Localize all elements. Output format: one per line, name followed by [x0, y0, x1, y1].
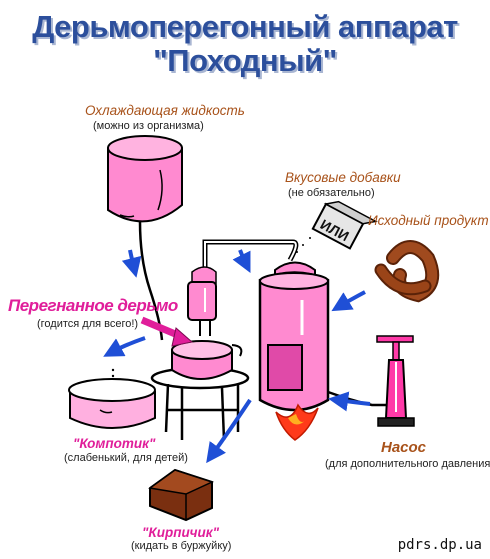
sausage-product	[374, 240, 440, 303]
pump-note: (для дополнительного давления)	[325, 458, 490, 470]
arrow-product	[331, 290, 366, 312]
distillate-bowl	[171, 340, 243, 380]
distilled-note: (годится для всего!)	[37, 318, 139, 330]
arrow-pump	[328, 391, 371, 412]
product-label: Исходный продукт	[368, 213, 489, 228]
compote-pot	[68, 378, 156, 429]
title-line-2: "Походный"	[153, 43, 337, 78]
flavor-label: Вкусовые добавки	[285, 170, 401, 185]
watermark: pdrs.dp.ua	[397, 537, 482, 553]
pump-label: Насос	[381, 439, 427, 456]
flavor-dots	[296, 237, 311, 253]
coolant-note: (можно из организма)	[93, 120, 204, 132]
compote-label: "Компотик"	[73, 436, 156, 451]
fire	[275, 403, 319, 441]
flavor-package	[311, 200, 378, 250]
flow-arrows	[103, 249, 371, 464]
coolant-tank	[107, 135, 183, 223]
distilled-label: Перегнанное дерьмо	[8, 296, 178, 315]
brick	[148, 468, 215, 522]
condenser	[187, 266, 217, 336]
arrow-distilled	[140, 316, 182, 340]
arrow-coolant	[121, 249, 142, 278]
coolant-label: Охлаждающая жидкость	[85, 103, 245, 118]
brick-label: "Кирпичик"	[142, 525, 220, 540]
flavor-note: (не обязательно)	[288, 187, 375, 199]
pump-hose	[327, 368, 392, 407]
pump	[376, 335, 415, 427]
brick-note: (кидать в буржуйку)	[131, 540, 232, 552]
title-line-1: Дерьмоперегонный аппарат	[32, 9, 458, 44]
boiler	[258, 261, 330, 412]
arrow-vapor	[232, 249, 251, 273]
arrow-brick	[206, 398, 252, 464]
arrow-compote	[103, 336, 146, 357]
compote-note: (слабенький, для детей)	[64, 452, 188, 464]
